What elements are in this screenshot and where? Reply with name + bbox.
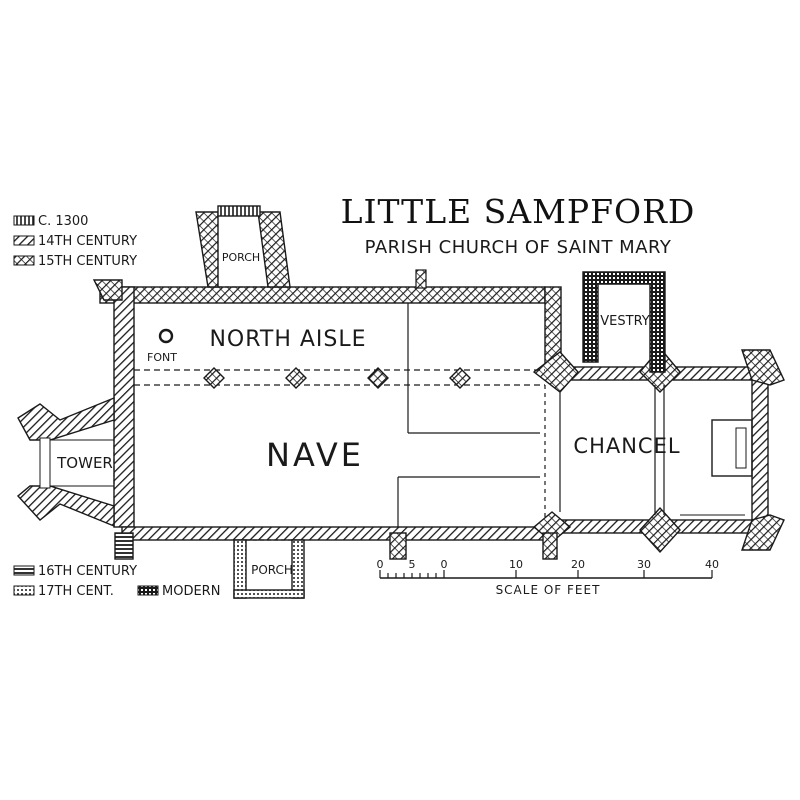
- legend-swatch-c1300: [13, 215, 35, 226]
- legend-swatch-14th: [13, 235, 35, 246]
- chancel-arch-pier-north: [532, 351, 579, 393]
- chancel-pier-south: [639, 506, 681, 554]
- nw-buttress: [92, 279, 123, 301]
- label-vestry: VESTRY: [600, 314, 650, 329]
- room-labels: PORCH NORTH AISLE FONT NAVE TOWER PORCH …: [56, 251, 680, 577]
- arcade-pier-2: [285, 367, 307, 389]
- north-porch-west-wall: [195, 211, 219, 288]
- walls: [16, 205, 785, 599]
- south-buttress-west: [114, 532, 134, 560]
- tower-west-opening: [39, 437, 51, 489]
- legend-swatch-modern: [137, 585, 159, 596]
- arcade-pier-1: [203, 367, 225, 389]
- legend-label-c1300: C. 1300: [38, 214, 88, 229]
- arcade-pier-3: [367, 367, 389, 389]
- arcade-piers: [203, 269, 471, 389]
- legend-label-17th: 17TH CENT.: [38, 584, 114, 599]
- label-tower: TOWER: [56, 454, 113, 472]
- scale-tick-0: 0: [377, 558, 384, 571]
- tower-south-wall: [16, 485, 115, 528]
- altar: [711, 419, 753, 477]
- legend-swatch-17th: [13, 585, 35, 596]
- north-aisle-wall: [99, 286, 546, 304]
- scale-tick-10: 10: [509, 558, 523, 571]
- label-south-porch: PORCH: [251, 563, 293, 577]
- legend-top: C. 1300 14TH CENTURY 15TH CENTURY: [13, 214, 137, 269]
- scale-tick-40: 40: [705, 558, 719, 571]
- altar-slab: [735, 427, 747, 469]
- legend-label-14th: 14TH CENTURY: [38, 234, 137, 249]
- scale-bar: 0 5 0 10 20 30 40 SCALE OF FEET: [377, 558, 720, 597]
- chancel-south-buttress: [542, 532, 558, 560]
- legend-swatch-15th: [13, 255, 35, 266]
- west-wall: [113, 286, 135, 528]
- scale-minor-ticks: [379, 570, 713, 578]
- ne-buttress: [741, 349, 785, 386]
- scale-tick-0b: 0: [441, 558, 448, 571]
- legend-label-15th: 15TH CENTURY: [38, 254, 137, 269]
- south-porch-front: [233, 589, 305, 599]
- south-porch-east-wall: [291, 539, 305, 599]
- plan-title: LITTLE SAMPFORD: [341, 192, 696, 231]
- scale-tick-30: 30: [637, 558, 651, 571]
- scale-tick-20: 20: [571, 558, 585, 571]
- font-basin: [158, 328, 174, 344]
- label-font: FONT: [147, 351, 177, 364]
- legend-label-modern: MODERN: [162, 584, 220, 599]
- se-buttress: [741, 514, 785, 551]
- scale-label: SCALE OF FEET: [496, 583, 601, 597]
- arcade-pier-4: [449, 367, 471, 389]
- south-buttress-1: [389, 532, 407, 560]
- scale-tick-5: 5: [409, 558, 416, 571]
- internal-lines: [50, 286, 753, 541]
- label-north-aisle: NORTH AISLE: [209, 327, 366, 352]
- chancel-east-wall: [751, 366, 769, 534]
- plan-subtitle: PARISH CHURCH OF SAINT MARY: [365, 237, 672, 258]
- south-porch-west-wall: [233, 539, 247, 599]
- legend-label-16th: 16TH CENTURY: [38, 564, 137, 579]
- legend-swatch-16th: [13, 565, 35, 576]
- label-chancel: CHANCEL: [573, 434, 680, 458]
- legend-bottom: 16TH CENTURY 17TH CENT. MODERN: [13, 564, 220, 599]
- label-north-porch: PORCH: [222, 251, 260, 264]
- label-nave: NAVE: [266, 436, 364, 474]
- north-porch-east-wall: [257, 211, 291, 288]
- north-porch-front: [217, 205, 261, 217]
- south-nave-wall: [121, 526, 553, 541]
- tower-north-wall: [17, 396, 115, 441]
- vestry-walls: [582, 271, 666, 373]
- north-aisle-buttress: [415, 269, 427, 289]
